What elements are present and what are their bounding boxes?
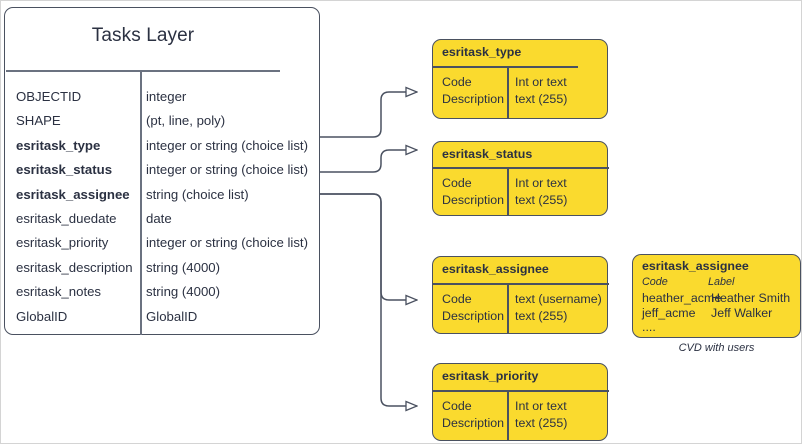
field-name: SHAPE: [16, 113, 61, 129]
domain-title: esritask_type: [442, 45, 522, 59]
cvd-code: jeff_acme: [642, 306, 696, 320]
cvd-caption: CVD with users: [678, 342, 755, 354]
table-row[interactable]: esritask_notes string (4000): [5, 280, 319, 304]
field-type: integer: [146, 89, 187, 104]
cvd-box-esritask-assignee[interactable]: esritask_assignee Code Label heather_acm…: [632, 254, 801, 338]
cvd-header-label: Label: [708, 276, 735, 288]
domain-box-esritask-status[interactable]: esritask_status Code Description Int or …: [432, 141, 609, 216]
domain-label: Description: [442, 308, 504, 323]
cvd-code: heather_acme: [642, 291, 722, 305]
field-type: string (4000): [146, 284, 221, 300]
domain-labels: Code Description: [442, 291, 504, 324]
field-name: esritask_type: [16, 137, 101, 153]
domain-label: Code: [442, 75, 472, 89]
domain-box-esritask-assignee[interactable]: esritask_assignee Code Description text …: [432, 256, 609, 334]
domain-title: esritask_status: [442, 147, 533, 161]
field-name: OBJECTID: [16, 89, 82, 104]
table-row[interactable]: esritask_type integer or string (choice …: [5, 134, 319, 158]
domain-column-divider: [507, 66, 509, 118]
table-row[interactable]: GlobalID GlobalID: [5, 305, 319, 329]
table-row[interactable]: OBJECTID integer: [5, 85, 319, 109]
domain-header-divider: [433, 167, 609, 169]
domain-value: text (255): [515, 192, 568, 207]
table-row[interactable]: esritask_description string (4000): [5, 256, 319, 280]
domain-label: Code: [442, 176, 472, 190]
domain-label: Code: [442, 399, 472, 413]
field-name: esritask_assignee: [16, 186, 130, 202]
field-type: date: [146, 210, 172, 226]
cvd-header-code: Code: [642, 276, 668, 288]
domain-column-divider: [507, 390, 509, 440]
domain-value: Int or text: [515, 399, 567, 413]
field-type: GlobalID: [146, 308, 198, 324]
domain-value: text (username): [515, 292, 602, 306]
field-name: esritask_priority: [16, 235, 109, 251]
domain-label: Description: [442, 91, 504, 106]
cvd-code: ....: [642, 320, 656, 334]
domain-values: Int or text text (255): [515, 74, 567, 107]
domain-values: Int or text text (255): [515, 175, 567, 208]
domain-column-divider: [507, 283, 509, 333]
domain-box-esritask-type[interactable]: esritask_type Code Description Int or te…: [432, 39, 608, 119]
domain-label: Description: [442, 415, 504, 430]
table-row[interactable]: SHAPE (pt, line, poly): [5, 109, 319, 133]
field-name: esritask_notes: [16, 284, 102, 300]
entity-title: Tasks Layer: [91, 25, 195, 46]
connector-priority: [319, 193, 417, 406]
table-row[interactable]: esritask_duedate date: [5, 207, 319, 231]
table-row[interactable]: esritask_status integer or string (choic…: [5, 158, 319, 182]
connector-type: [319, 92, 417, 138]
field-type: string (choice list): [146, 186, 249, 202]
domain-value: text (255): [515, 91, 568, 106]
connector-assignee: [319, 193, 417, 300]
domain-value: Int or text: [515, 75, 567, 89]
domain-header-divider: [433, 283, 609, 285]
cvd-label: Jeff Walker: [711, 306, 773, 320]
field-type: integer or string (choice list): [146, 162, 308, 178]
table-row[interactable]: esritask_assignee string (choice list): [5, 183, 319, 207]
domain-title: esritask_priority: [442, 369, 539, 383]
domain-value: text (255): [515, 308, 568, 323]
domain-column-divider: [507, 167, 509, 215]
domain-value: text (255): [515, 415, 568, 430]
entity-field-list: OBJECTID integer SHAPE (pt, line, poly) …: [5, 85, 319, 329]
field-type: integer or string (choice list): [146, 235, 308, 251]
entity-column-divider: [140, 70, 142, 335]
domain-values: text (username) text (255): [515, 291, 602, 324]
field-name: esritask_description: [16, 259, 133, 275]
domain-value: Int or text: [515, 176, 567, 190]
domain-labels: Code Description: [442, 74, 504, 107]
tasks-layer-entity[interactable]: Tasks Layer OBJECTID integer SHAPE (pt, …: [4, 7, 320, 335]
domain-title: esritask_assignee: [442, 262, 549, 276]
domain-labels: Code Description: [442, 175, 504, 208]
field-name: GlobalID: [16, 308, 68, 324]
field-type: (pt, line, poly): [146, 113, 226, 129]
cvd-title: esritask_assignee: [642, 259, 749, 273]
table-row[interactable]: esritask_priority integer or string (cho…: [5, 231, 319, 255]
domain-box-esritask-priority[interactable]: esritask_priority Code Description Int o…: [432, 363, 609, 441]
cvd-label: Heather Smith: [711, 291, 791, 305]
field-type: integer or string (choice list): [146, 137, 308, 153]
domain-header-divider: [433, 66, 578, 68]
domain-label: Code: [442, 292, 472, 306]
domain-values: Int or text text (255): [515, 398, 567, 431]
field-name: esritask_status: [16, 162, 113, 178]
domain-labels: Code Description: [442, 398, 504, 431]
field-name: esritask_duedate: [16, 210, 117, 226]
domain-header-divider: [433, 390, 609, 392]
field-type: string (4000): [146, 259, 221, 275]
domain-label: Description: [442, 192, 504, 207]
entity-header-divider: [6, 70, 280, 72]
connector-status: [319, 150, 417, 173]
